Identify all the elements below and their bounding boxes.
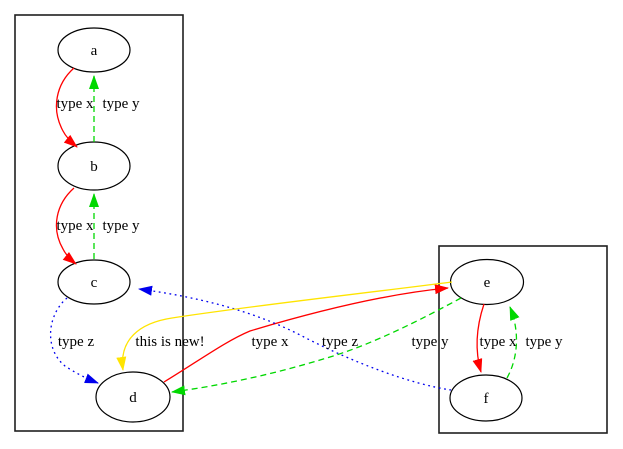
edge-a-b: [55, 67, 78, 148]
node-d-label: d: [129, 390, 137, 406]
node-f-label: f: [484, 391, 489, 407]
edge-e-d-new: [116, 281, 453, 371]
edge-f-e: [506, 306, 520, 379]
edges: [49, 67, 520, 396]
node-labels: a b c d e f: [90, 43, 490, 407]
edge-c-d: [49, 297, 99, 384]
edge-d-e-label: type x: [251, 334, 289, 350]
edge-e-d-type-y-label: type y: [411, 334, 449, 350]
edge-b-c-label: type x: [56, 218, 94, 234]
edge-labels: type x type y type x type y type z type …: [56, 96, 563, 350]
edge-c-b-label: type y: [102, 218, 140, 234]
cluster-left-box: [14, 14, 184, 432]
node-e-label: e: [484, 275, 491, 291]
edge-e-f: [472, 303, 485, 373]
edge-f-c: [138, 285, 452, 391]
edge-f-e-label: type y: [525, 334, 563, 350]
edge-b-a-label: type y: [102, 96, 140, 112]
node-a: [57, 27, 131, 73]
node-b-label: b: [90, 159, 98, 175]
node-c-label: c: [91, 275, 98, 291]
edge-c-d-label: type z: [58, 334, 95, 350]
cluster-right-box: [438, 245, 608, 434]
edge-b-c: [55, 187, 77, 265]
node-f: [449, 374, 523, 422]
edge-a-b-label: type x: [56, 96, 94, 112]
edge-e-d-new-label: this is new!: [135, 334, 204, 350]
node-a-label: a: [91, 43, 98, 59]
edge-d-e: [163, 284, 449, 383]
edge-e-f-label: type x: [479, 334, 517, 350]
edge-e-d-type-y: [171, 297, 462, 396]
nodes: [57, 27, 525, 423]
clusters: [14, 14, 608, 434]
node-d: [95, 371, 171, 423]
edge-f-c-label: type z: [322, 334, 359, 350]
node-c: [57, 259, 131, 305]
